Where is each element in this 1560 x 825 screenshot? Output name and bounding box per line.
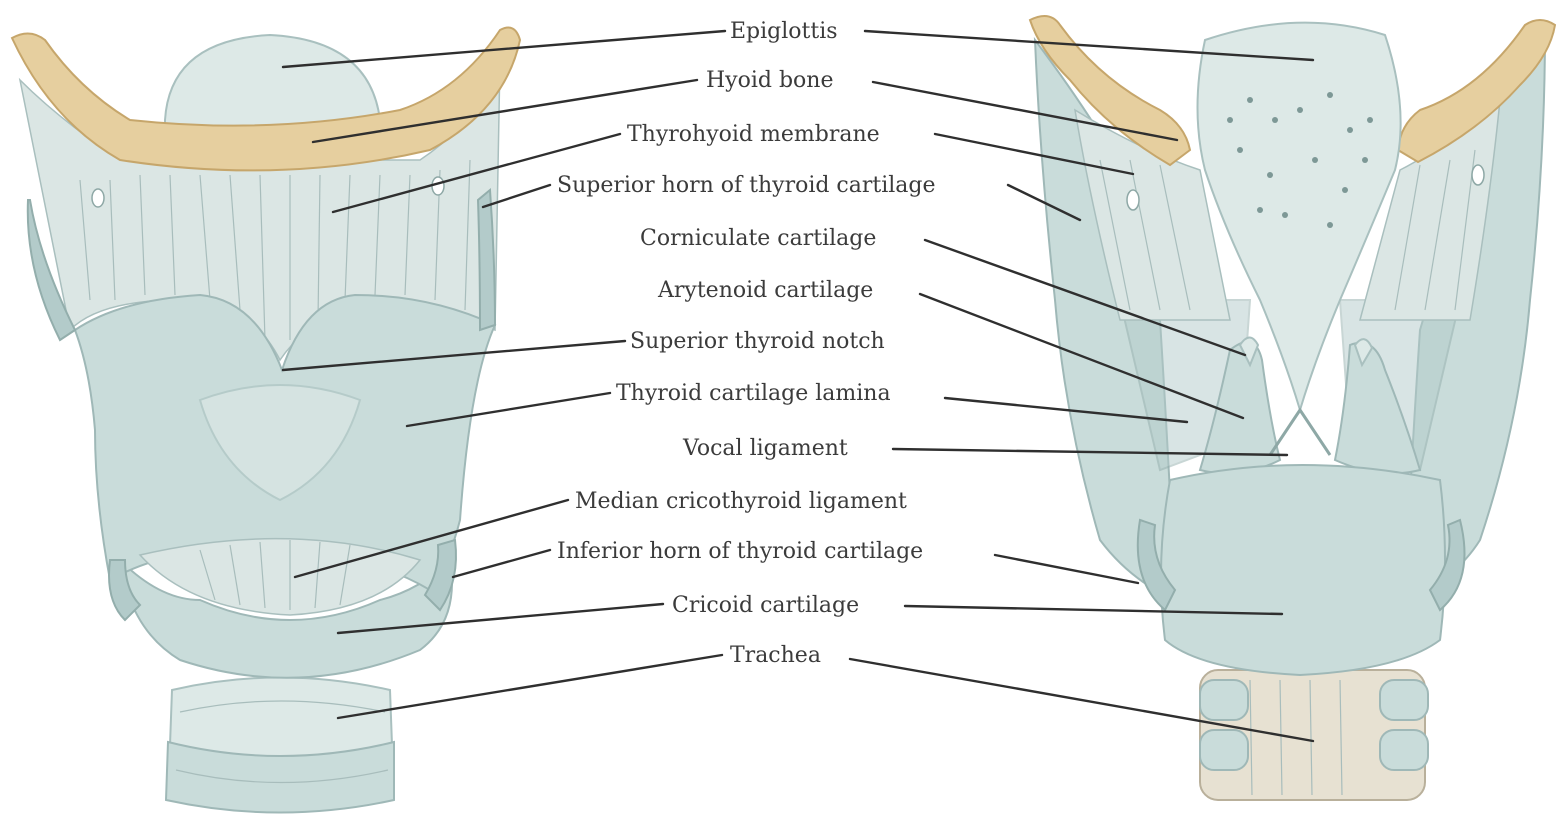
label-epiglottis: Epiglottis	[730, 19, 838, 44]
label-cricoid-cartilage: Cricoid cartilage	[672, 593, 859, 618]
cricoid-cartilage-right	[1161, 465, 1445, 675]
posterior-view-illustration	[1030, 16, 1555, 800]
label-vocal-ligament: Vocal ligament	[682, 436, 848, 461]
label-superior-horn: Superior horn of thyroid cartilage	[557, 173, 936, 198]
label-corniculate-cartilage: Corniculate cartilage	[640, 226, 876, 251]
labels: Epiglottis Hyoid bone Thyrohyoid membran…	[557, 19, 936, 668]
leader-trachea-left	[338, 655, 722, 718]
label-thyrohyoid-membrane: Thyrohyoid membrane	[627, 122, 880, 147]
label-trachea: Trachea	[730, 643, 821, 668]
label-median-cricothyroid-ligament: Median cricothyroid ligament	[575, 489, 907, 514]
label-thyroid-cartilage-lamina: Thyroid cartilage lamina	[616, 381, 891, 406]
leader-inferior-horn-left	[453, 550, 550, 577]
label-superior-thyroid-notch: Superior thyroid notch	[630, 329, 885, 354]
label-hyoid-bone: Hyoid bone	[706, 68, 834, 93]
label-arytenoid-cartilage: Arytenoid cartilage	[657, 278, 873, 303]
trachea-left	[166, 678, 394, 813]
trachea-right	[1200, 670, 1428, 800]
label-inferior-horn: Inferior horn of thyroid cartilage	[557, 539, 923, 564]
vocal-ligament	[1270, 410, 1330, 455]
